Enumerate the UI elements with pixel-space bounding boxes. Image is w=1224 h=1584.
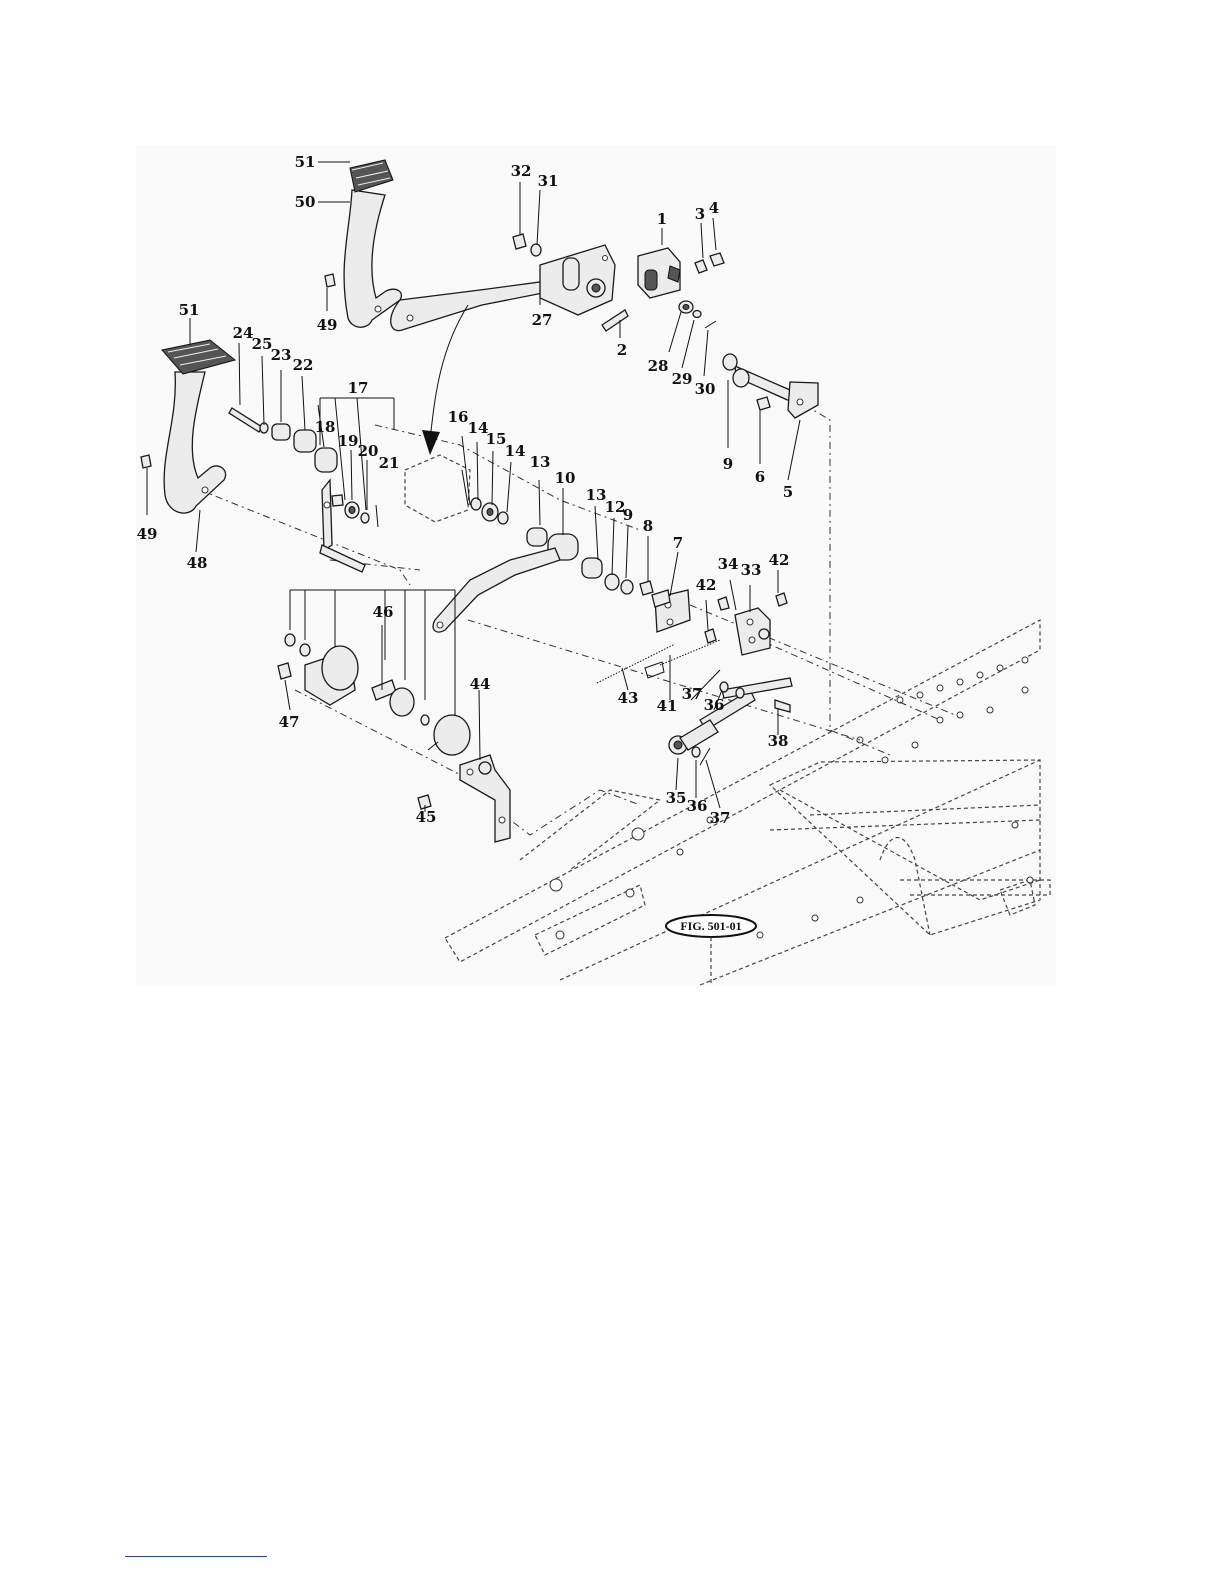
callout-9-lower: 9 [623, 506, 633, 524]
callout-41: 41 [657, 697, 678, 715]
springs [597, 640, 720, 683]
callout-32: 32 [511, 162, 532, 180]
callout-13-b: 13 [586, 486, 607, 504]
callout-1: 1 [657, 210, 667, 228]
callout-49-lower: 49 [137, 525, 158, 543]
pivot-pin [723, 354, 818, 418]
alignment-lines [200, 405, 955, 835]
bracket-33 [705, 593, 787, 655]
callout-36-lower: 36 [687, 797, 708, 815]
callout-42-right: 42 [769, 551, 790, 569]
upper-pedal-arm [344, 190, 548, 331]
ghost-bracket [405, 455, 470, 522]
callout-27: 27 [532, 311, 553, 329]
callout-44: 44 [470, 675, 491, 693]
callout-7: 7 [673, 534, 683, 552]
callout-8: 8 [643, 517, 653, 535]
callout-3: 3 [695, 205, 705, 223]
callout-47: 47 [279, 713, 300, 731]
lower-pedal-pad [162, 340, 235, 374]
callout-35: 35 [666, 789, 687, 807]
callout-5: 5 [783, 483, 793, 501]
callout-51-upper: 51 [295, 153, 316, 171]
callout-2: 2 [617, 341, 627, 359]
callout-48: 48 [187, 554, 208, 572]
callout-18: 18 [315, 418, 336, 436]
callout-4: 4 [709, 199, 719, 217]
callout-28: 28 [648, 357, 669, 375]
callout-19: 19 [338, 432, 359, 450]
upper-pedal-pad [350, 160, 393, 192]
callout-43: 43 [618, 689, 639, 707]
callout-6: 6 [755, 468, 765, 486]
callout-37-upper: 37 [682, 685, 703, 703]
lower-pedal-arm [164, 372, 226, 513]
callout-25: 25 [252, 335, 273, 353]
callout-23: 23 [271, 346, 292, 364]
callout-10: 10 [555, 469, 576, 487]
callout-24: 24 [233, 324, 254, 342]
callout-20: 20 [358, 442, 379, 460]
footer-rule [125, 1556, 267, 1557]
callout-30: 30 [695, 380, 716, 398]
callout-22: 22 [293, 356, 314, 374]
callout-51-lower: 51 [179, 301, 200, 319]
upper-pivot-bracket [540, 245, 615, 315]
callout-15: 15 [486, 430, 507, 448]
callout-14-b: 14 [505, 442, 526, 460]
callout-33: 33 [741, 561, 762, 579]
callout-21: 21 [379, 454, 400, 472]
callout-13-a: 13 [530, 453, 551, 471]
callout-17: 17 [348, 379, 369, 397]
callout-leaders [147, 162, 800, 812]
callout-16: 16 [448, 408, 469, 426]
figure-reference: FIG. 501-01 [666, 915, 756, 985]
callout-50: 50 [295, 193, 316, 211]
callout-37-lower: 37 [710, 809, 731, 827]
switch-assembly [278, 590, 510, 842]
callout-38: 38 [768, 732, 789, 750]
assembly-arrow-head [422, 430, 440, 455]
callout-42-left: 42 [696, 576, 717, 594]
callout-34: 34 [718, 555, 739, 573]
callout-46: 46 [373, 603, 394, 621]
callout-36-upper: 36 [704, 696, 725, 714]
callout-9-upper: 9 [723, 455, 733, 473]
callout-29: 29 [672, 370, 693, 388]
callout-31: 31 [538, 172, 559, 190]
plate-7 [652, 590, 690, 632]
callout-45: 45 [416, 808, 437, 826]
upper-hardware [325, 234, 724, 331]
figure-reference-label: FIG. 501-01 [680, 919, 741, 933]
callout-49-upper: 49 [317, 316, 338, 334]
